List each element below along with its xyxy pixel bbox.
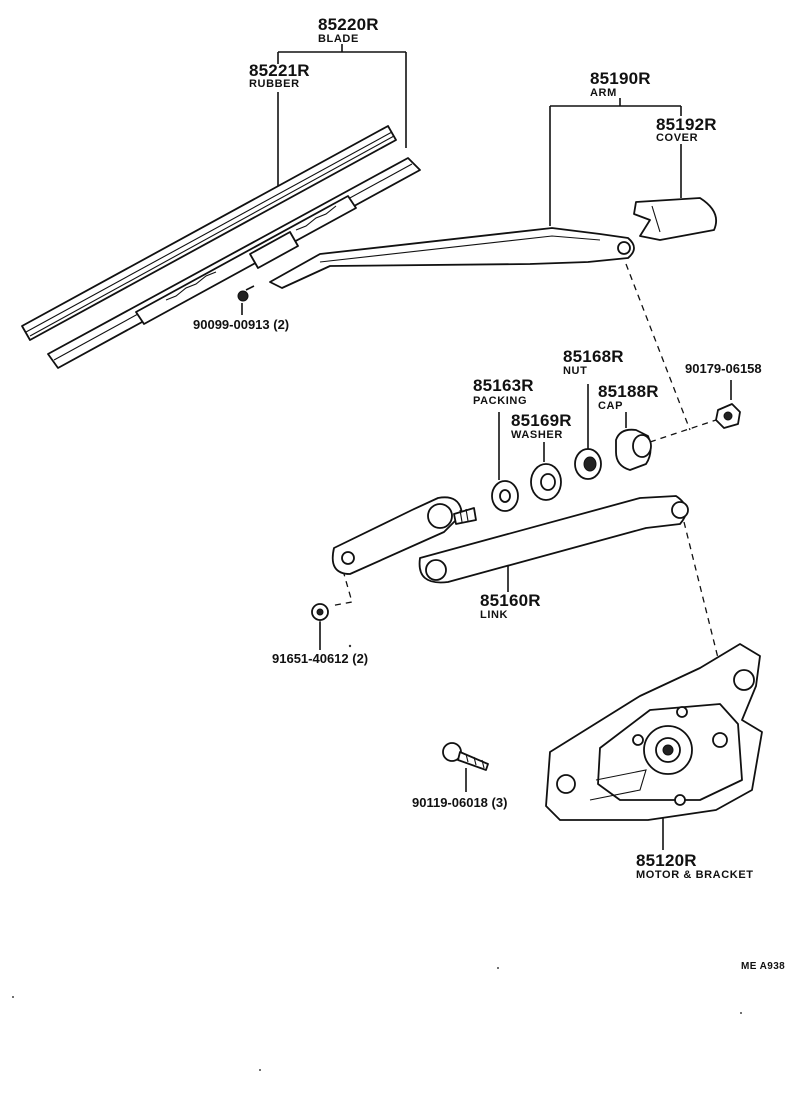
screw-blade-label: 90099-00913 (2) — [193, 317, 290, 332]
leader-lines — [241, 44, 732, 850]
scan-specks — [12, 644, 742, 1071]
cover-part-number: 85192R — [656, 115, 717, 134]
bolt-motor-label: 90119-06018 (3) — [412, 795, 508, 810]
blade-part-number: 85220R — [318, 15, 379, 34]
wiper-blade — [47, 157, 421, 369]
motor-and-bracket — [545, 643, 763, 821]
packing-name: PACKING — [473, 395, 528, 407]
nut-name: NUT — [563, 365, 588, 377]
nut-fastener-label: 90179-06158 — [685, 361, 762, 376]
motor-bolt — [442, 742, 489, 771]
link-name: LINK — [480, 609, 509, 621]
cap-part-number: 85188R — [598, 382, 659, 401]
pivot-hardware — [491, 403, 741, 512]
rubber-name: RUBBER — [249, 78, 300, 90]
bolt-link-label: 91651-40612 (2) — [272, 651, 369, 666]
motor-part-number: 85120R — [636, 851, 697, 870]
link-part-number: 85160R — [480, 591, 541, 610]
nut-part-number: 85168R — [563, 347, 624, 366]
wiper-rubber — [21, 125, 397, 341]
blade-screw — [237, 285, 255, 302]
wiper-link — [331, 495, 689, 584]
arm-cover — [633, 197, 718, 241]
arm-part-number: 85190R — [590, 69, 651, 88]
wiper-arm — [269, 227, 635, 289]
motor-name: MOTOR & BRACKET — [636, 869, 754, 881]
link-bolt — [311, 603, 329, 630]
washer-part-number: 85169R — [511, 411, 572, 430]
arm-name: ARM — [590, 87, 617, 99]
cap-name: CAP — [598, 400, 624, 412]
washer-name: WASHER — [511, 429, 563, 441]
rubber-part-number: 85221R — [249, 61, 310, 80]
cover-name: COVER — [656, 132, 699, 144]
blade-name: BLADE — [318, 33, 359, 45]
drawing-code: ME A938 — [741, 961, 786, 972]
packing-part-number: 85163R — [473, 376, 534, 395]
